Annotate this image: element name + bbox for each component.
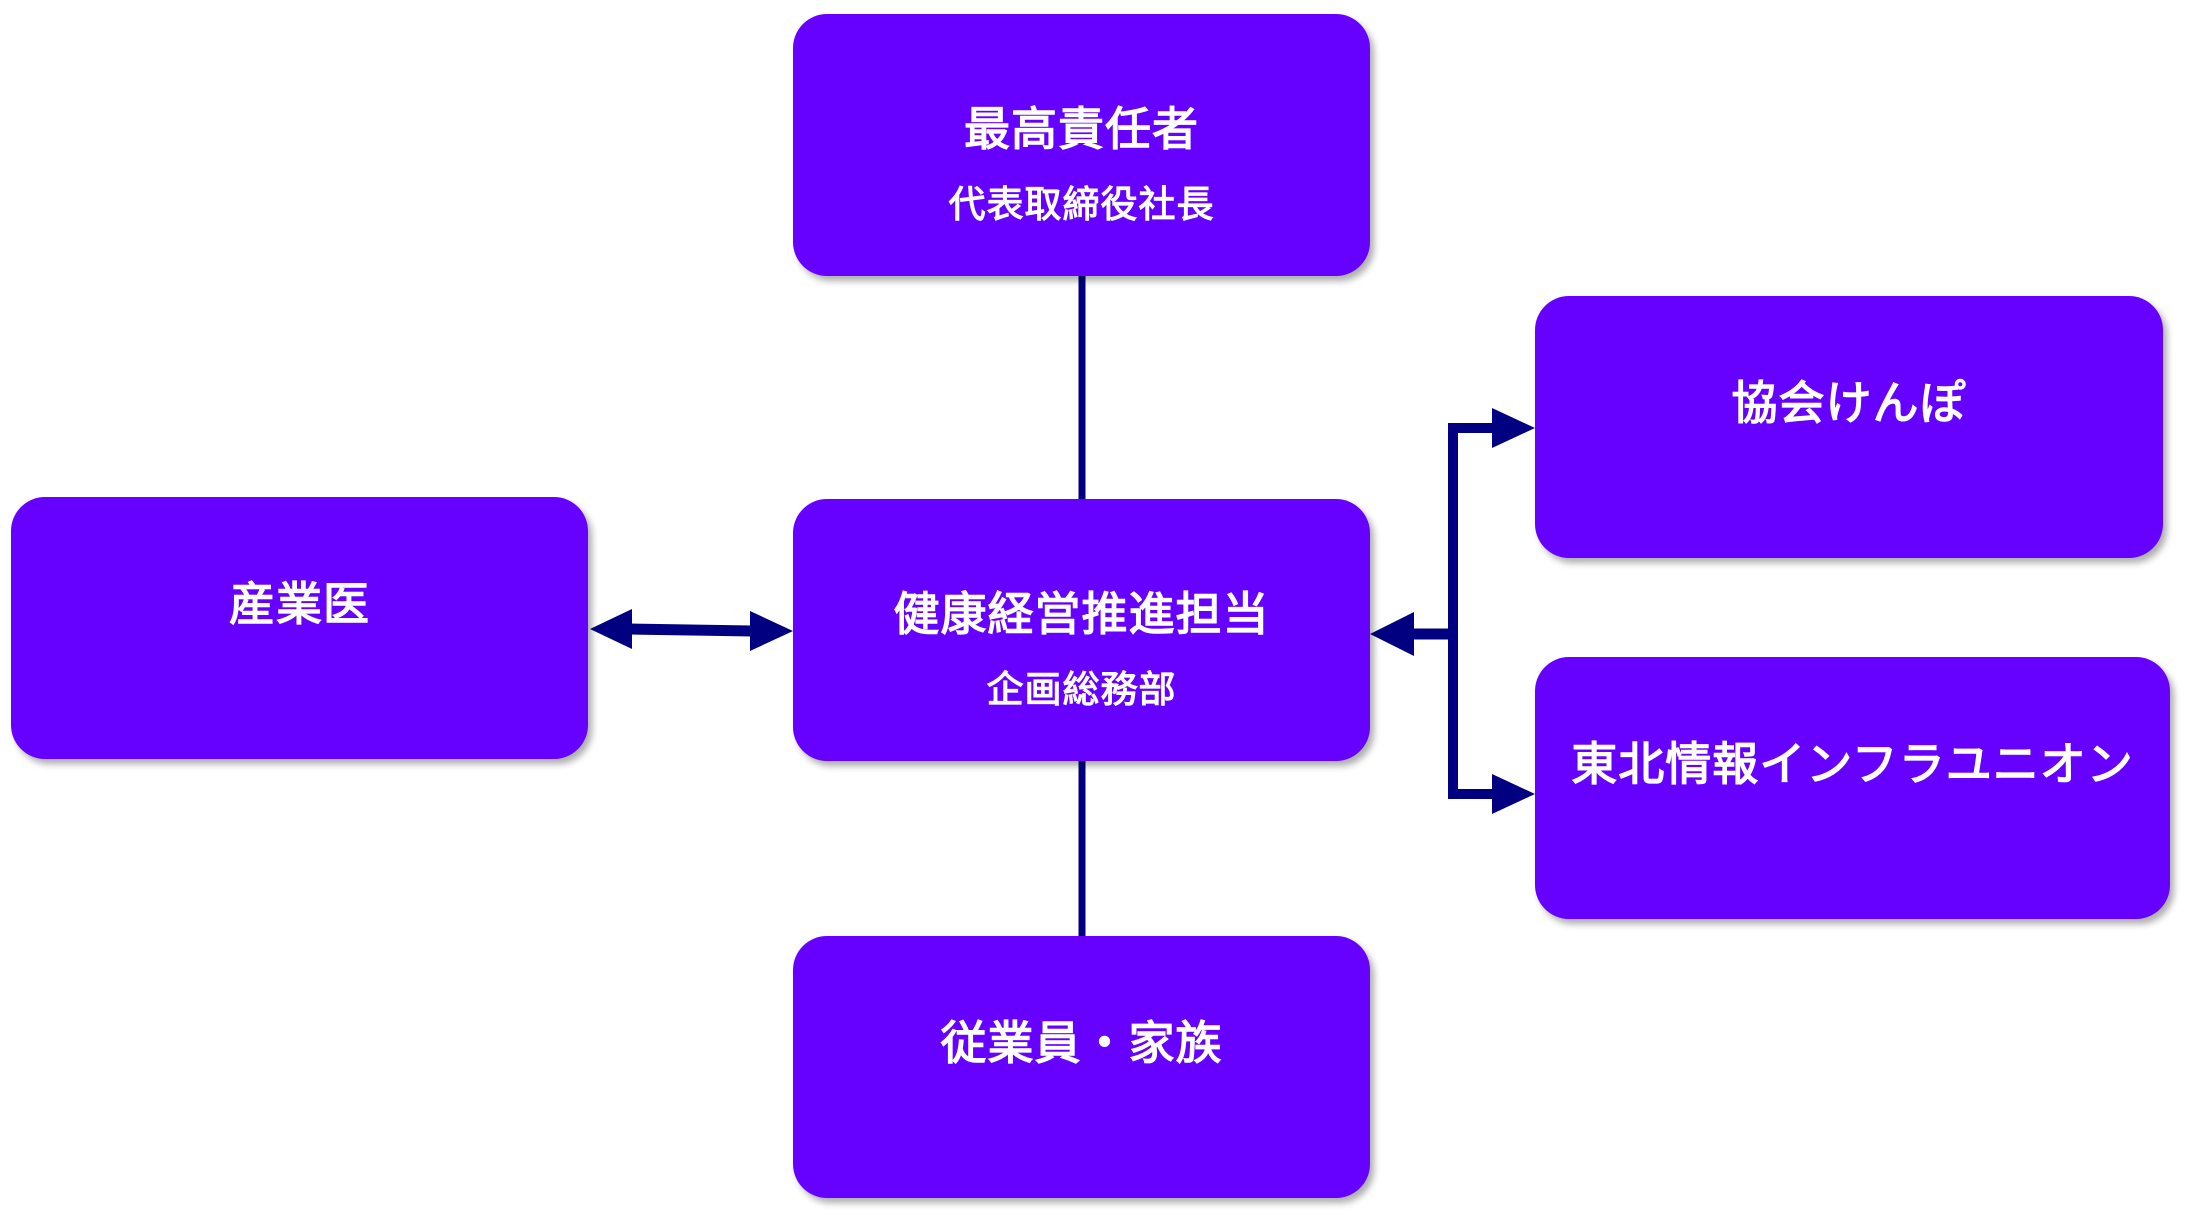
node-chief-officer: 最高責任者 代表取締役社長: [793, 14, 1370, 276]
arrowhead-left: [590, 609, 632, 649]
node-health-management: 健康経営推進担当 企画総務部: [793, 499, 1370, 761]
node-union: 東北情報インフラユニオン: [1535, 657, 2170, 919]
node-kyokai-kenpo: 協会けんぽ: [1535, 296, 2163, 558]
node-chief-officer-title: 最高責任者: [964, 102, 1199, 156]
node-industrial-physician-title: 産業医: [229, 577, 370, 631]
arrowhead-center: [1370, 612, 1414, 656]
arrowhead-right: [750, 611, 793, 651]
arrowhead-lower: [1492, 774, 1535, 814]
node-union-title: 東北情報インフラユニオン: [1571, 737, 2134, 791]
node-industrial-physician: 産業医: [11, 497, 588, 759]
node-employees-family-title: 従業員・家族: [940, 1016, 1223, 1070]
node-chief-officer-subtitle: 代表取締役社長: [948, 183, 1215, 226]
arrowhead-upper: [1492, 408, 1535, 448]
node-health-management-subtitle: 企画総務部: [986, 668, 1177, 711]
node-employees-family: 従業員・家族: [793, 936, 1370, 1198]
node-health-management-title: 健康経営推進担当: [893, 587, 1270, 641]
connector-left-center: [629, 623, 753, 637]
node-kyokai-kenpo-title: 協会けんぽ: [1731, 376, 1967, 430]
